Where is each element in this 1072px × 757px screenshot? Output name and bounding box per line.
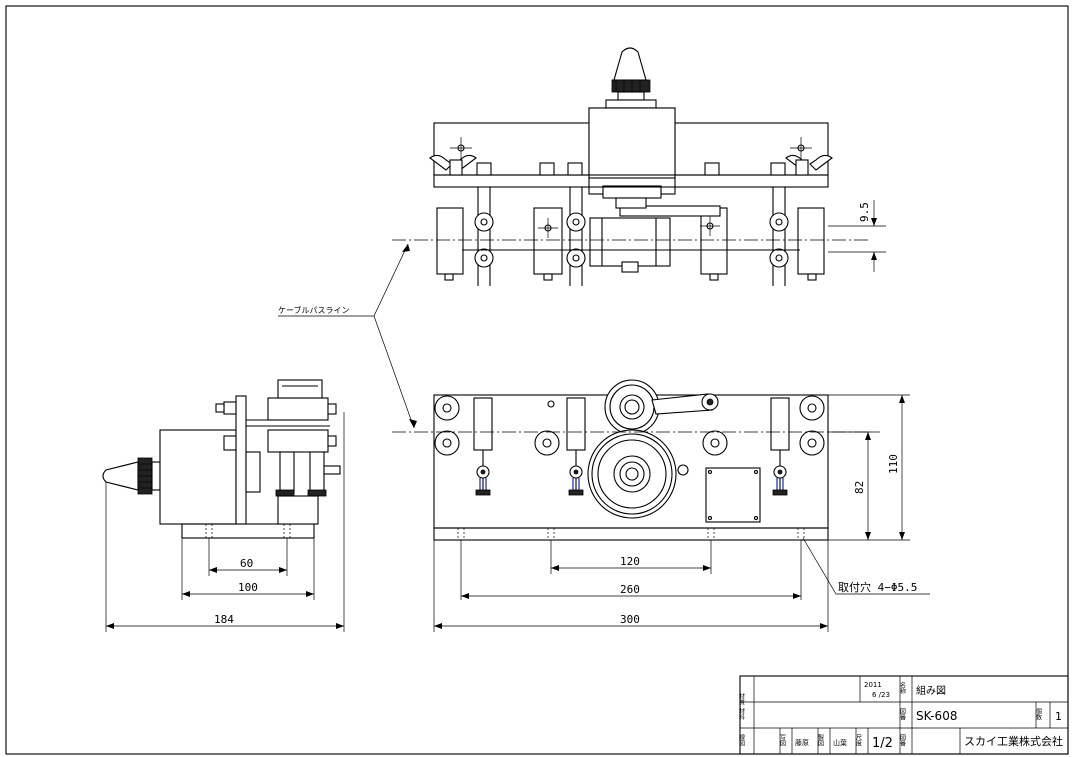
- date-day: 6 /23: [872, 691, 890, 699]
- date-year: 2011: [864, 681, 882, 689]
- dim-100: 100: [238, 581, 258, 594]
- checker-name: 山葉: [833, 738, 847, 747]
- dim-82: 82: [853, 481, 866, 494]
- dim-260: 260: [620, 583, 640, 596]
- drafted-label: 写図: [779, 734, 786, 747]
- drawing-name: 組み図: [916, 684, 946, 697]
- dim-120: 120: [620, 555, 640, 568]
- mounting-holes-label: 取付穴 4−Φ5.5: [838, 580, 917, 594]
- material2-label: 材料: [738, 707, 745, 721]
- front-view: [433, 379, 829, 541]
- dim-60: 60: [240, 557, 253, 570]
- top-view: [429, 47, 833, 286]
- dim-110: 110: [887, 454, 900, 474]
- side-view: [102, 379, 341, 539]
- dim-9-5: 9.5: [858, 202, 871, 222]
- company-name: スカイ工業株式会社: [964, 734, 1063, 748]
- sheet-label: 図番: [899, 734, 906, 747]
- checked-label: 製図: [817, 733, 824, 747]
- part-number: SK-608: [916, 709, 957, 723]
- drawing-no-label: 図番: [899, 708, 906, 721]
- sheet-border: [5, 5, 1069, 755]
- line-label: 線図: [738, 733, 745, 747]
- qty-value: 1: [1055, 710, 1062, 723]
- dim-300: 300: [620, 613, 640, 626]
- name-label: 名称: [899, 681, 906, 695]
- title-block: 材質 2011 6 /23 名称 組み図 材料 図番 SK-608 個数 1 線…: [738, 675, 1069, 755]
- qty-label: 個数: [1035, 707, 1042, 721]
- material-label: 材質: [738, 692, 745, 706]
- scale-value: 1/2: [872, 736, 893, 751]
- scale-label: 尺度: [855, 734, 862, 747]
- dim-184: 184: [214, 613, 234, 626]
- drafter-name: 藤原: [795, 738, 809, 747]
- cable-pass-line-label: ケーブルパスライン: [278, 305, 350, 315]
